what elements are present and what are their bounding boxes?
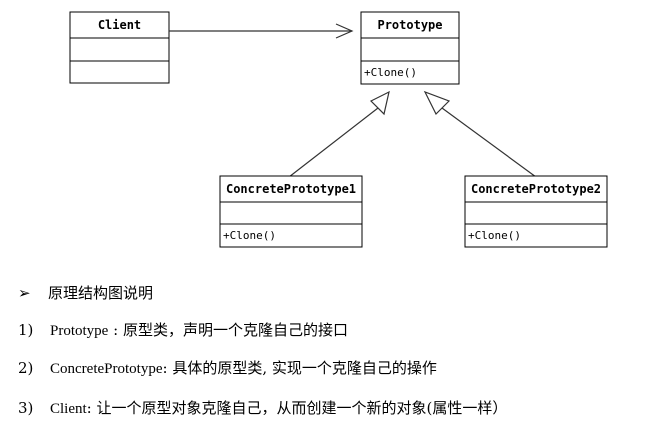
note-text: 原型类，声明一个克隆自己的接口	[122, 321, 348, 339]
concrete-prototype-2-name: ConcretePrototype2	[471, 182, 601, 196]
notes-heading: 原理结构图说明	[48, 284, 154, 302]
concrete-prototype-1-name: ConcretePrototype1	[226, 182, 356, 196]
notes-heading-line: ➢ 原理结构图说明	[18, 282, 153, 303]
prototype-class: Prototype +Clone()	[360, 11, 460, 85]
prototype-class-box	[360, 11, 460, 85]
note-term: Client	[50, 401, 87, 417]
association-arrowhead	[335, 23, 354, 39]
generalization-arrow-2	[423, 90, 537, 178]
generalization-arrow-1	[288, 90, 390, 178]
note-separator: :	[162, 359, 173, 377]
concrete-prototype-1-class: ConcretePrototype1 +Clone()	[219, 175, 363, 248]
note-separator: :	[86, 399, 97, 417]
client-class-name: Client	[98, 18, 141, 32]
generalization-triangle-1	[369, 90, 390, 116]
note-term: ConcretePrototype	[50, 361, 163, 377]
note-item: 1) Prototype : 原型类，声明一个克隆自己的接口	[18, 319, 348, 340]
concrete-prototype-2-class: ConcretePrototype2 +Clone()	[464, 175, 608, 248]
note-number: 1)	[18, 321, 34, 339]
generalization-triangle-2	[423, 90, 451, 116]
note-number: 3)	[18, 399, 34, 417]
note-item: 2) ConcretePrototype: 具体的原型类, 实现一个克隆自己的操作	[18, 357, 437, 378]
client-class: Client	[69, 11, 170, 84]
note-number: 2)	[18, 359, 34, 377]
note-text: 具体的原型类, 实现一个克隆自己的操作	[172, 359, 437, 377]
client-class-box	[69, 11, 170, 84]
note-separator: :	[108, 321, 123, 339]
concrete-prototype-1-box	[219, 175, 363, 248]
note-text: 让一个原型对象克隆自己，从而创建一个新的对象(属性一样）	[96, 399, 508, 417]
note-item: 3) Client: 让一个原型对象克隆自己，从而创建一个新的对象(属性一样）	[18, 397, 507, 418]
concrete-prototype-2-operation: +Clone()	[468, 229, 521, 242]
concrete-prototype-2-box	[464, 175, 608, 248]
generalization-line-2	[441, 107, 537, 178]
association-arrow	[169, 23, 354, 39]
uml-class-diagram: Client Prototype +Clone() ConcreteProtot…	[69, 11, 608, 248]
note-term: Prototype	[50, 323, 109, 339]
generalization-line-1	[288, 107, 379, 178]
prototype-operation: +Clone()	[364, 66, 417, 79]
concrete-prototype-1-operation: +Clone()	[223, 229, 276, 242]
arrow-bullet-icon: ➢	[18, 284, 31, 302]
prototype-class-name: Prototype	[377, 18, 442, 32]
